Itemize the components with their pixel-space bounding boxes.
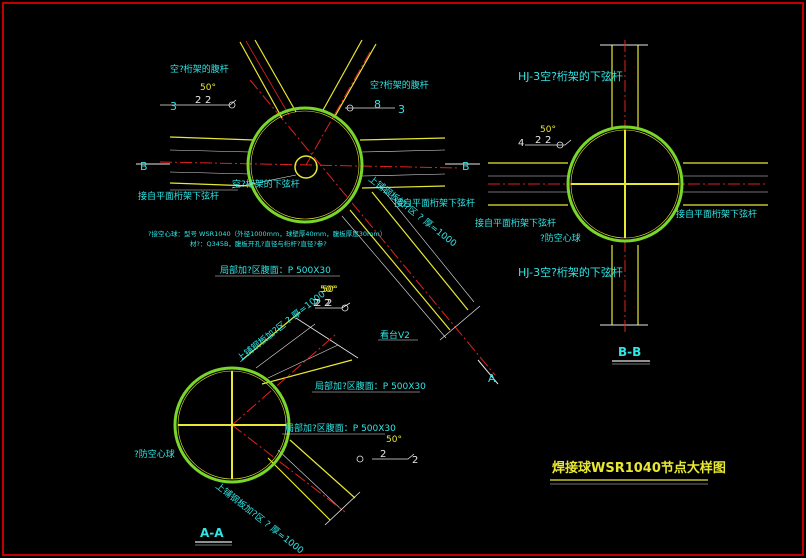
diagonal-member-lower-right	[341, 185, 481, 341]
section-aa-group: 局部加?区腹面：P 500X30 局部加?区腹面：P 500X30 ?防空心球 …	[134, 285, 426, 556]
bb-label-upper: HJ-3空?桁架的下弦杆	[518, 69, 623, 83]
web-member-upper-left	[239, 39, 297, 119]
aa-label-ratio-top-b: 2	[324, 298, 330, 309]
chord-right	[359, 137, 446, 189]
label-support: 看台V2	[380, 329, 410, 341]
label-b-right: B	[462, 160, 470, 173]
bb-label-ratio-a: 2	[535, 135, 541, 146]
weld-symbol-left	[228, 101, 236, 109]
bb-label-ratio-b: 2	[545, 135, 551, 146]
section-cut-a	[477, 359, 499, 385]
label-ball-spec: ?接空心球：型号 WSR1040（外径1000mm，球壁厚40mm，腹板厚度30…	[148, 229, 386, 238]
label-lower-chord: 空?桁架的下弦杆	[232, 178, 300, 190]
bb-label-right-chord: 接自平面桁架下弦杆	[676, 208, 757, 220]
main-axis-horizontal	[159, 161, 461, 169]
drawing-title: 焊接球WSR1040节点大样图	[552, 460, 726, 476]
label-three-left: 3	[170, 100, 177, 113]
label-ratio-mid-b: 2	[326, 298, 332, 309]
bb-section-title: B-B	[618, 345, 641, 359]
weld-ball-core	[294, 155, 318, 179]
bb-label-lower: HJ-3空?桁架的下弦杆	[518, 265, 623, 279]
bb-label-left-chord: 接自平面桁架下弦杆	[475, 217, 556, 229]
weld-ball-bb	[566, 125, 684, 243]
weld-ball-main	[246, 106, 364, 224]
weld-symbol-mid	[341, 304, 349, 312]
web-member-upper-right	[321, 39, 377, 119]
aa-section-title: A-A	[200, 526, 224, 540]
main-axis-upper-right	[305, 51, 371, 166]
label-b-left: B	[140, 160, 148, 173]
weld-ball-main-inner	[250, 110, 360, 220]
aa-diagonal-upper	[241, 311, 359, 385]
main-axis-diagonal	[249, 79, 496, 376]
label-local-plate: 局部加?区腹面：P 500X30	[220, 264, 331, 276]
label-web-upper-left: 空?桁架的腹杆	[170, 63, 229, 75]
aa-label-angle-bottom: 50°	[386, 435, 402, 445]
aa-label-ratio-bottom-a: 2	[380, 449, 386, 460]
label-chord-left: 接自平面桁架下弦杆	[138, 190, 219, 202]
bb-vertical-member	[600, 44, 648, 326]
aa-label-core: ?防空心球	[134, 448, 175, 460]
weld-ball-aa	[173, 366, 291, 484]
aa-axis-diagonal-lower	[231, 424, 346, 513]
aa-axis-diagonal-upper	[231, 334, 336, 426]
aa-label-plate: 局部加?区腹面：P 500X30	[315, 380, 426, 392]
label-ratio-left-a: 2	[195, 95, 201, 106]
label-eight: 8	[374, 98, 381, 111]
weld-symbol-right	[346, 104, 354, 112]
bb-label-angle: 50°	[540, 125, 556, 135]
label-a: A	[488, 372, 496, 385]
label-three-right: 3	[398, 103, 405, 116]
aa-label-ratio-bottom-b: 2	[412, 455, 418, 466]
label-web-upper-right: 空?桁架的腹杆	[370, 79, 429, 91]
label-angle-mid: 50°	[322, 285, 338, 295]
label-angle-left: 50°	[200, 83, 216, 93]
label-ratio-left-b: 2	[205, 95, 211, 106]
aa-label-ratio-top-a: 2	[313, 298, 319, 309]
aa-weld-mark	[372, 453, 415, 460]
bb-label-core: ?防空心球	[540, 232, 581, 244]
section-bb-group: HJ-3空?桁架的下弦杆 50° 4 2 2 接自平面桁架下弦杆 接自平面桁架下…	[475, 40, 768, 365]
bb-weld-symbol	[556, 141, 564, 149]
bb-weld-mark	[525, 139, 572, 146]
aa-label-plate-2: 局部加?区腹面：P 500X30	[285, 422, 396, 434]
aa-label-angle-top: 50°	[320, 285, 336, 295]
bb-horizontal-chord	[488, 162, 768, 206]
main-node-group: 空?桁架的腹杆 空?桁架的腹杆 50° 2 2 3 8 3 B B 接自平面桁架…	[136, 39, 499, 385]
leader-lower-chord	[231, 174, 297, 189]
label-chord-right: 接自平面桁架下弦杆	[394, 197, 475, 209]
label-ball-mat: 材?：Q345B，腹板开孔?直径与桁杆?直径?参?	[190, 239, 327, 248]
chord-left	[169, 136, 255, 187]
label-ratio-mid-a: 2	[315, 298, 321, 309]
aa-weld-symbol	[356, 455, 364, 463]
aa-diagonal-lower	[267, 439, 361, 526]
bb-label-four: 4	[518, 138, 524, 149]
